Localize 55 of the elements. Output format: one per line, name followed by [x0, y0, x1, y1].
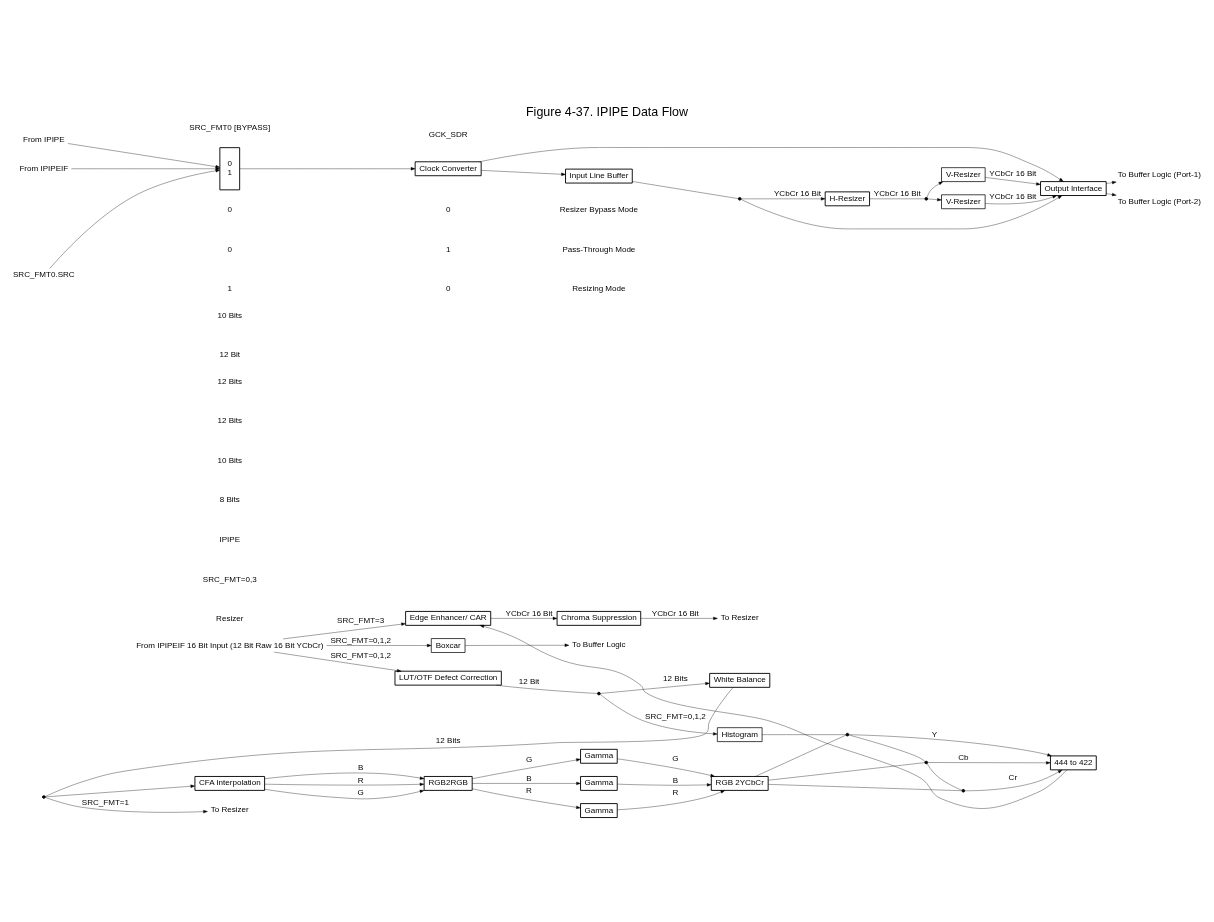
arrow — [472, 781, 581, 786]
arrow — [740, 195, 1063, 230]
arrow — [740, 197, 826, 201]
arrow — [640, 616, 718, 620]
connector — [495, 684, 598, 694]
node-circle — [597, 691, 601, 696]
arrow — [239, 167, 416, 171]
node-circle — [961, 789, 966, 793]
arrow — [479, 147, 1064, 182]
node-circle — [737, 197, 742, 201]
arrow — [464, 643, 570, 647]
arrow — [599, 694, 718, 736]
arrow — [44, 797, 208, 814]
arrow — [264, 772, 425, 780]
arrow — [472, 758, 581, 779]
connector — [927, 763, 963, 791]
arrow — [472, 788, 581, 809]
arrow — [1106, 181, 1117, 185]
arrow — [617, 783, 712, 787]
arrow — [274, 651, 402, 673]
connector — [755, 734, 847, 777]
arrow — [617, 758, 715, 777]
arrow — [490, 616, 558, 620]
arrow — [927, 761, 1051, 765]
connector — [761, 734, 847, 735]
arrow — [927, 198, 942, 202]
arrow — [282, 622, 406, 640]
node-circle — [924, 197, 929, 201]
arrow — [71, 167, 220, 171]
connector — [869, 198, 926, 199]
connector — [848, 734, 926, 762]
arrow — [848, 734, 1052, 757]
connector — [44, 687, 734, 797]
arrow — [264, 782, 425, 786]
arrow — [984, 177, 1041, 186]
arrow — [45, 784, 195, 798]
arrow — [600, 681, 710, 694]
arrow — [926, 181, 943, 198]
arrow — [985, 195, 1057, 205]
connector — [768, 762, 925, 781]
arrow — [49, 169, 221, 269]
node-circle — [924, 760, 929, 765]
arrow — [264, 789, 425, 800]
diagram-title: Figure 4-37. IPIPE Data Flow — [526, 104, 688, 119]
node-circle — [42, 795, 46, 799]
arrow — [479, 624, 1067, 809]
arrow — [326, 643, 432, 648]
arrow — [1106, 192, 1117, 197]
connector — [768, 784, 963, 791]
arrow — [617, 790, 726, 810]
connector — [632, 181, 739, 199]
node-circle — [845, 732, 850, 737]
arrow — [481, 170, 566, 176]
arrow — [964, 769, 1063, 791]
arrow — [67, 143, 220, 169]
